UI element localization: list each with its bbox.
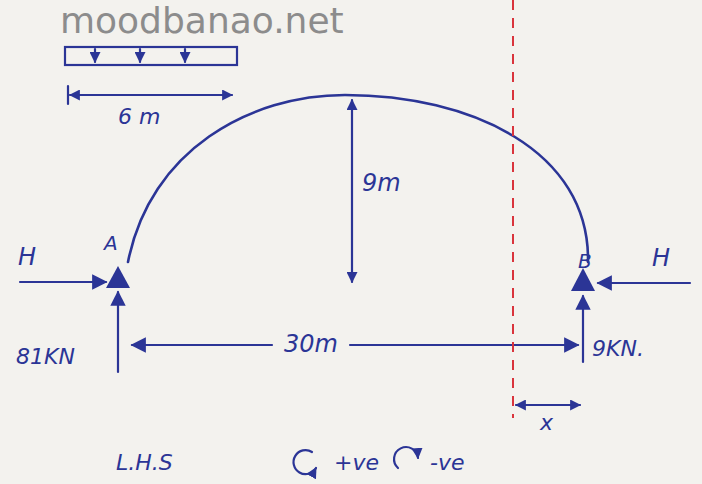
dimension-label: x <box>540 410 553 435</box>
dimension-label: 6 m <box>118 104 160 129</box>
x-dimension <box>516 404 580 406</box>
support-label: A <box>104 232 118 255</box>
clockwise-symbol <box>394 447 418 468</box>
sign-note: +ve <box>334 450 379 475</box>
sign-note: -ve <box>430 450 465 475</box>
support-label: B <box>578 250 592 273</box>
thrust-arrow <box>20 281 106 283</box>
section-line <box>512 0 514 418</box>
dimension-tick <box>67 86 69 104</box>
arch-curve <box>128 95 588 262</box>
dimension-line <box>70 94 232 96</box>
reaction-label: 9KN. <box>592 336 644 361</box>
reaction-arrow <box>117 292 119 372</box>
watermark: moodbanao.net <box>60 0 344 41</box>
span-dimension <box>350 344 578 346</box>
reaction-label: 81KN <box>16 344 75 369</box>
anticlockwise-symbol <box>294 450 316 474</box>
reaction-arrow <box>582 296 584 362</box>
udl-box <box>65 47 237 65</box>
force-label: H <box>18 244 36 272</box>
load-arrow <box>94 49 96 62</box>
force-label: H <box>652 245 670 273</box>
dimension-label: 9m <box>362 170 401 198</box>
rise-dimension <box>351 100 353 282</box>
dimension-label: 30m <box>284 331 338 359</box>
thrust-arrow <box>598 282 690 284</box>
sign-note: L.H.S <box>116 450 173 475</box>
span-dimension <box>132 344 272 346</box>
load-arrow <box>184 49 186 62</box>
load-arrow <box>139 49 141 62</box>
pin-support <box>106 266 130 288</box>
